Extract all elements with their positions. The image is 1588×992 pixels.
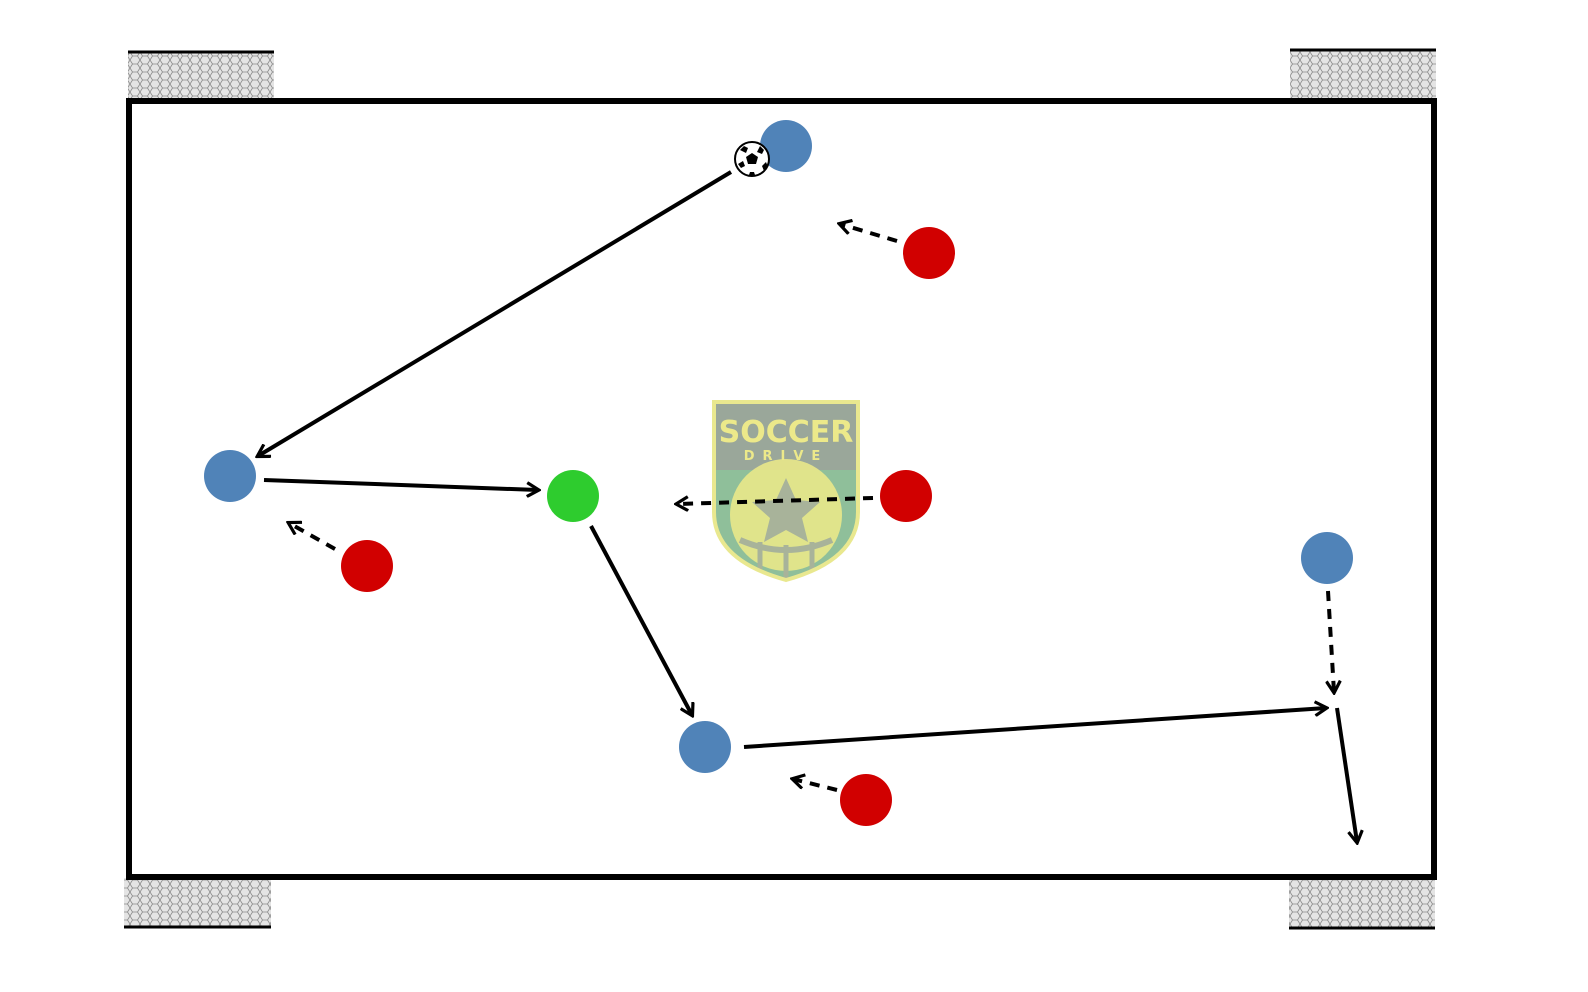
pass-arrow [263, 478, 538, 490]
goal-bottom-right [1289, 878, 1435, 927]
pass-arrow [258, 170, 733, 456]
goal-top-right [1290, 51, 1436, 100]
logo-subtitle: DRIVE [744, 449, 829, 464]
logo-title: SOCCER [719, 415, 854, 450]
pass-arrow [743, 708, 1326, 749]
pass-arrow [589, 525, 692, 715]
green-neutral-player[interactable] [547, 470, 599, 522]
red-player[interactable] [880, 470, 932, 522]
run-arrow-dashed [677, 498, 874, 504]
goal-top-left [128, 53, 274, 100]
run-arrow-dashed [840, 224, 898, 243]
goals [124, 48, 1436, 930]
red-player[interactable] [840, 774, 892, 826]
blue-player[interactable] [760, 120, 812, 172]
soccer-ball-icon[interactable] [734, 141, 770, 177]
red-player[interactable] [341, 540, 393, 592]
soccer-drive-logo: SOCCER DRIVE [712, 400, 860, 583]
movement-arrows [258, 170, 1357, 842]
players [204, 120, 1353, 826]
red-player[interactable] [903, 227, 955, 279]
blue-player[interactable] [1301, 532, 1353, 584]
goal-bottom-left [124, 878, 271, 926]
blue-player[interactable] [204, 450, 256, 502]
shot-arrow [1335, 707, 1357, 842]
run-arrow-dashed [289, 523, 336, 551]
run-arrow-dashed [793, 779, 838, 792]
blue-player[interactable] [679, 721, 731, 773]
